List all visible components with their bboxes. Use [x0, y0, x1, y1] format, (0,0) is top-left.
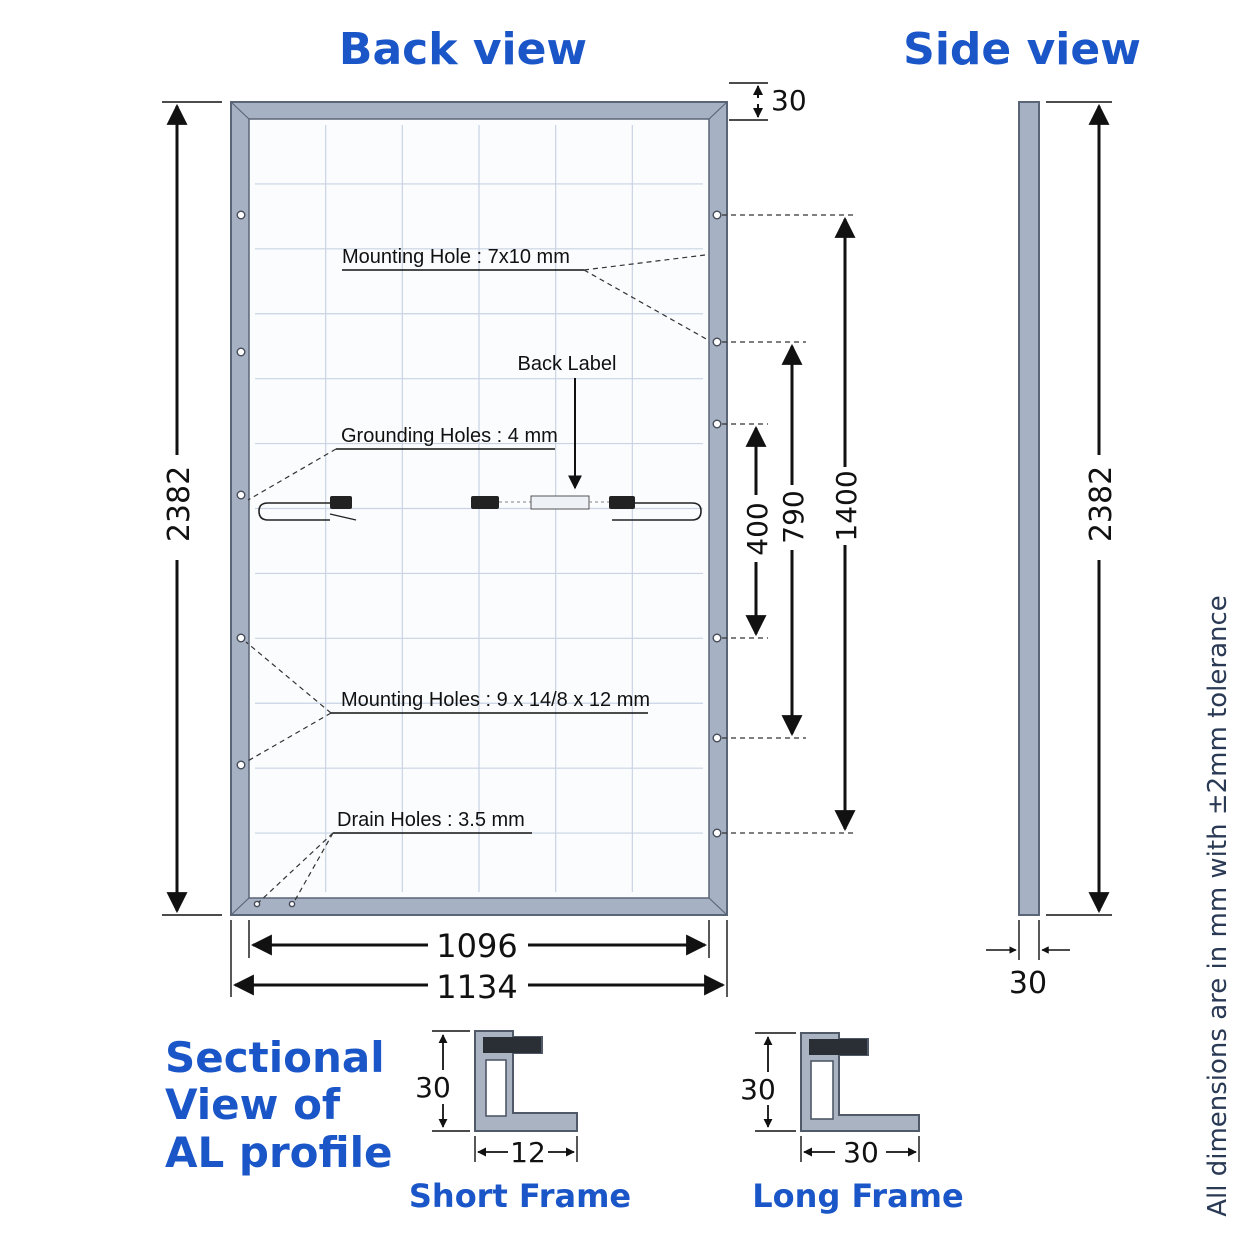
back-view-title: Back view	[339, 24, 587, 75]
callout-back-label: Back Label	[518, 353, 617, 375]
long-frame-height-label: 30	[740, 1073, 776, 1106]
inner-width-label: 1096	[436, 927, 517, 965]
sectional-view-title: Sectional View of AL profile	[165, 1033, 393, 1177]
tolerance-note: All dimensions are in mm with ±2mm toler…	[1203, 595, 1233, 1217]
mounting-hole	[712, 733, 722, 743]
dimension-frame-top: 30	[729, 82, 807, 121]
frame-top-label: 30	[771, 84, 807, 117]
short-frame-label: Short Frame	[409, 1177, 631, 1215]
junction-box-cables	[258, 495, 702, 521]
mounting-hole	[712, 419, 722, 429]
short-frame-height-label: 30	[415, 1071, 451, 1104]
cell-grid	[255, 125, 703, 892]
long-frame-label: Long Frame	[752, 1177, 963, 1215]
dimension-spans: 1400 790 400	[722, 214, 863, 834]
svg-text:View of: View of	[165, 1080, 341, 1129]
mounting-hole	[712, 633, 722, 643]
height-side-label: 2382	[1084, 466, 1119, 542]
callout-drain-holes: Drain Holes : 3.5 mm	[337, 809, 525, 831]
mounting-hole	[236, 760, 246, 770]
drain-hole	[288, 900, 296, 908]
side-view: 2382 30	[986, 101, 1119, 1001]
callout-grounding-holes: Grounding Holes : 4 mm	[341, 425, 558, 447]
long-frame-width-label: 30	[843, 1136, 879, 1169]
back-label	[530, 495, 590, 510]
long-frame-profile: 30 30 Long Frame	[740, 1032, 964, 1215]
svg-text:AL profile: AL profile	[165, 1128, 393, 1177]
dimension-height-left: 2382	[162, 101, 222, 916]
back-view-panel: Mounting Hole : 7x10 mm Back Label Groun…	[230, 101, 728, 916]
height-left-label: 2382	[162, 466, 197, 542]
span-400-label: 400	[741, 502, 774, 555]
outer-width-label: 1134	[436, 968, 517, 1006]
mounting-hole	[236, 347, 246, 357]
mounting-hole	[712, 337, 722, 347]
side-view-title: Side view	[903, 24, 1141, 75]
short-frame-width-label: 12	[510, 1136, 546, 1169]
mounting-hole	[236, 633, 246, 643]
svg-text:Sectional: Sectional	[165, 1033, 385, 1082]
callout-mounting-hole: Mounting Hole : 7x10 mm	[342, 246, 570, 268]
span-1400-label: 1400	[830, 470, 863, 541]
mounting-hole	[712, 828, 722, 838]
mounting-hole	[236, 210, 246, 220]
span-790-label: 790	[777, 490, 810, 543]
callout-mounting-holes: Mounting Holes : 9 x 14/8 x 12 mm	[341, 689, 650, 711]
grounding-hole	[236, 490, 246, 500]
short-frame-profile: 30 12 Short Frame	[409, 1030, 631, 1215]
drain-hole	[253, 900, 261, 908]
dimension-widths: 1096 1134	[230, 920, 728, 1006]
side-thickness-label: 30	[1009, 966, 1047, 1001]
mounting-hole	[712, 210, 722, 220]
